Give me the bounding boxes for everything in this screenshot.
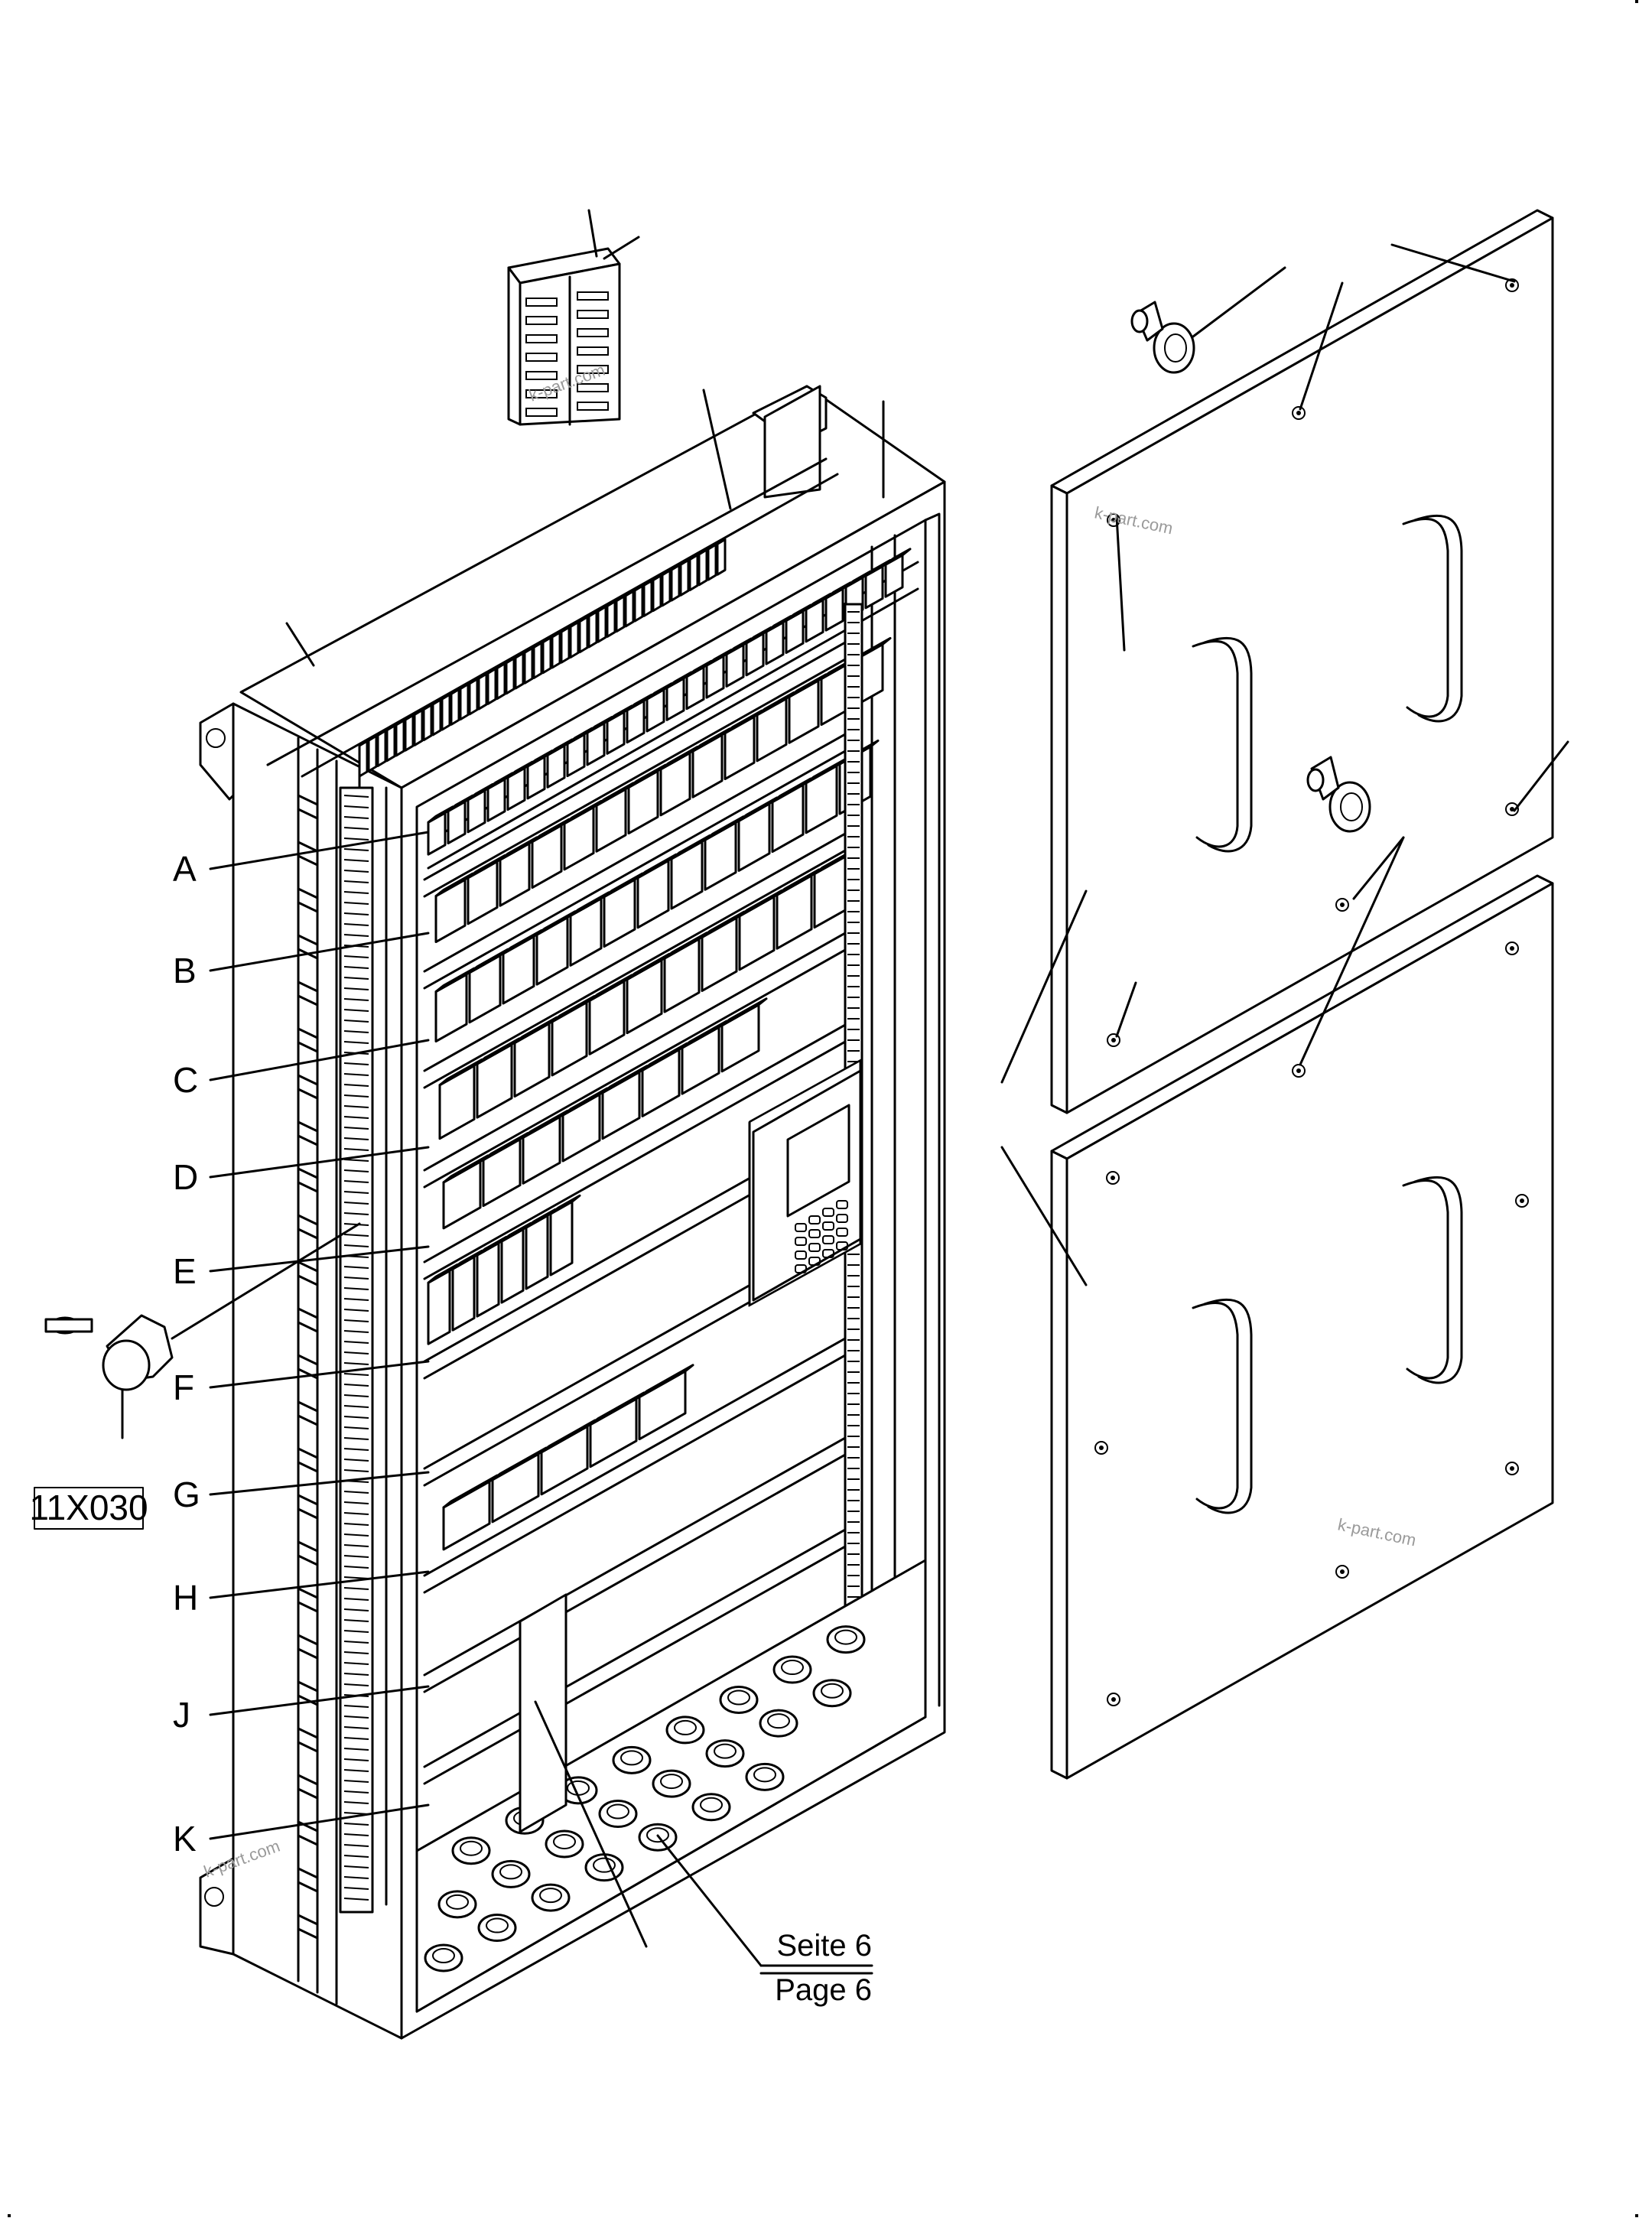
callout-leader-line: [209, 1146, 430, 1179]
callout-label: G: [173, 1475, 200, 1514]
lock-cylinder-icon: [1306, 756, 1371, 833]
callout-label: F: [173, 1368, 194, 1407]
page-ref-en: Page 6: [775, 1973, 872, 2007]
lower-door-panel: [1050, 874, 1554, 1780]
callout-label: H: [173, 1578, 198, 1618]
callout-leader-line: [209, 1360, 430, 1389]
upper-door-panel: [1050, 209, 1554, 1114]
callout-label: K: [173, 1819, 197, 1859]
part-number-box: [34, 1487, 144, 1530]
callout-leader-line: [209, 1803, 430, 1840]
corner-marks: [8, 0, 1638, 2217]
callout-leader-line: [209, 932, 430, 972]
callout-leader-line: [209, 1039, 430, 1081]
lock-cylinder-icon: [1130, 301, 1195, 374]
hmi-display: [752, 1069, 862, 1302]
callout-label: D: [173, 1157, 198, 1197]
callout-label: J: [173, 1695, 190, 1735]
page-ref-de: Seite 6: [776, 1929, 872, 1963]
cable-duct-part: [285, 209, 885, 667]
part-number-label: 11X030: [29, 1488, 148, 1527]
callout-label: E: [173, 1251, 197, 1291]
callout-label: B: [173, 951, 197, 990]
callout-leader-line: [209, 1471, 430, 1496]
callout-label: A: [173, 849, 197, 889]
callout-leader-line: [209, 831, 430, 870]
callout-label: C: [173, 1060, 198, 1100]
callout-leader-line: [209, 1685, 430, 1716]
callout-leader-line: [209, 1245, 430, 1273]
plug-part: [44, 1222, 361, 1439]
callout-group: A B C D E F G H J K: [173, 831, 430, 1859]
cabinet-body: [199, 385, 946, 2040]
door-leader-lines: [1000, 243, 1569, 1286]
callout-leader-line: [209, 1570, 430, 1599]
page-reference: Seite 6 Page 6: [534, 1700, 873, 2007]
